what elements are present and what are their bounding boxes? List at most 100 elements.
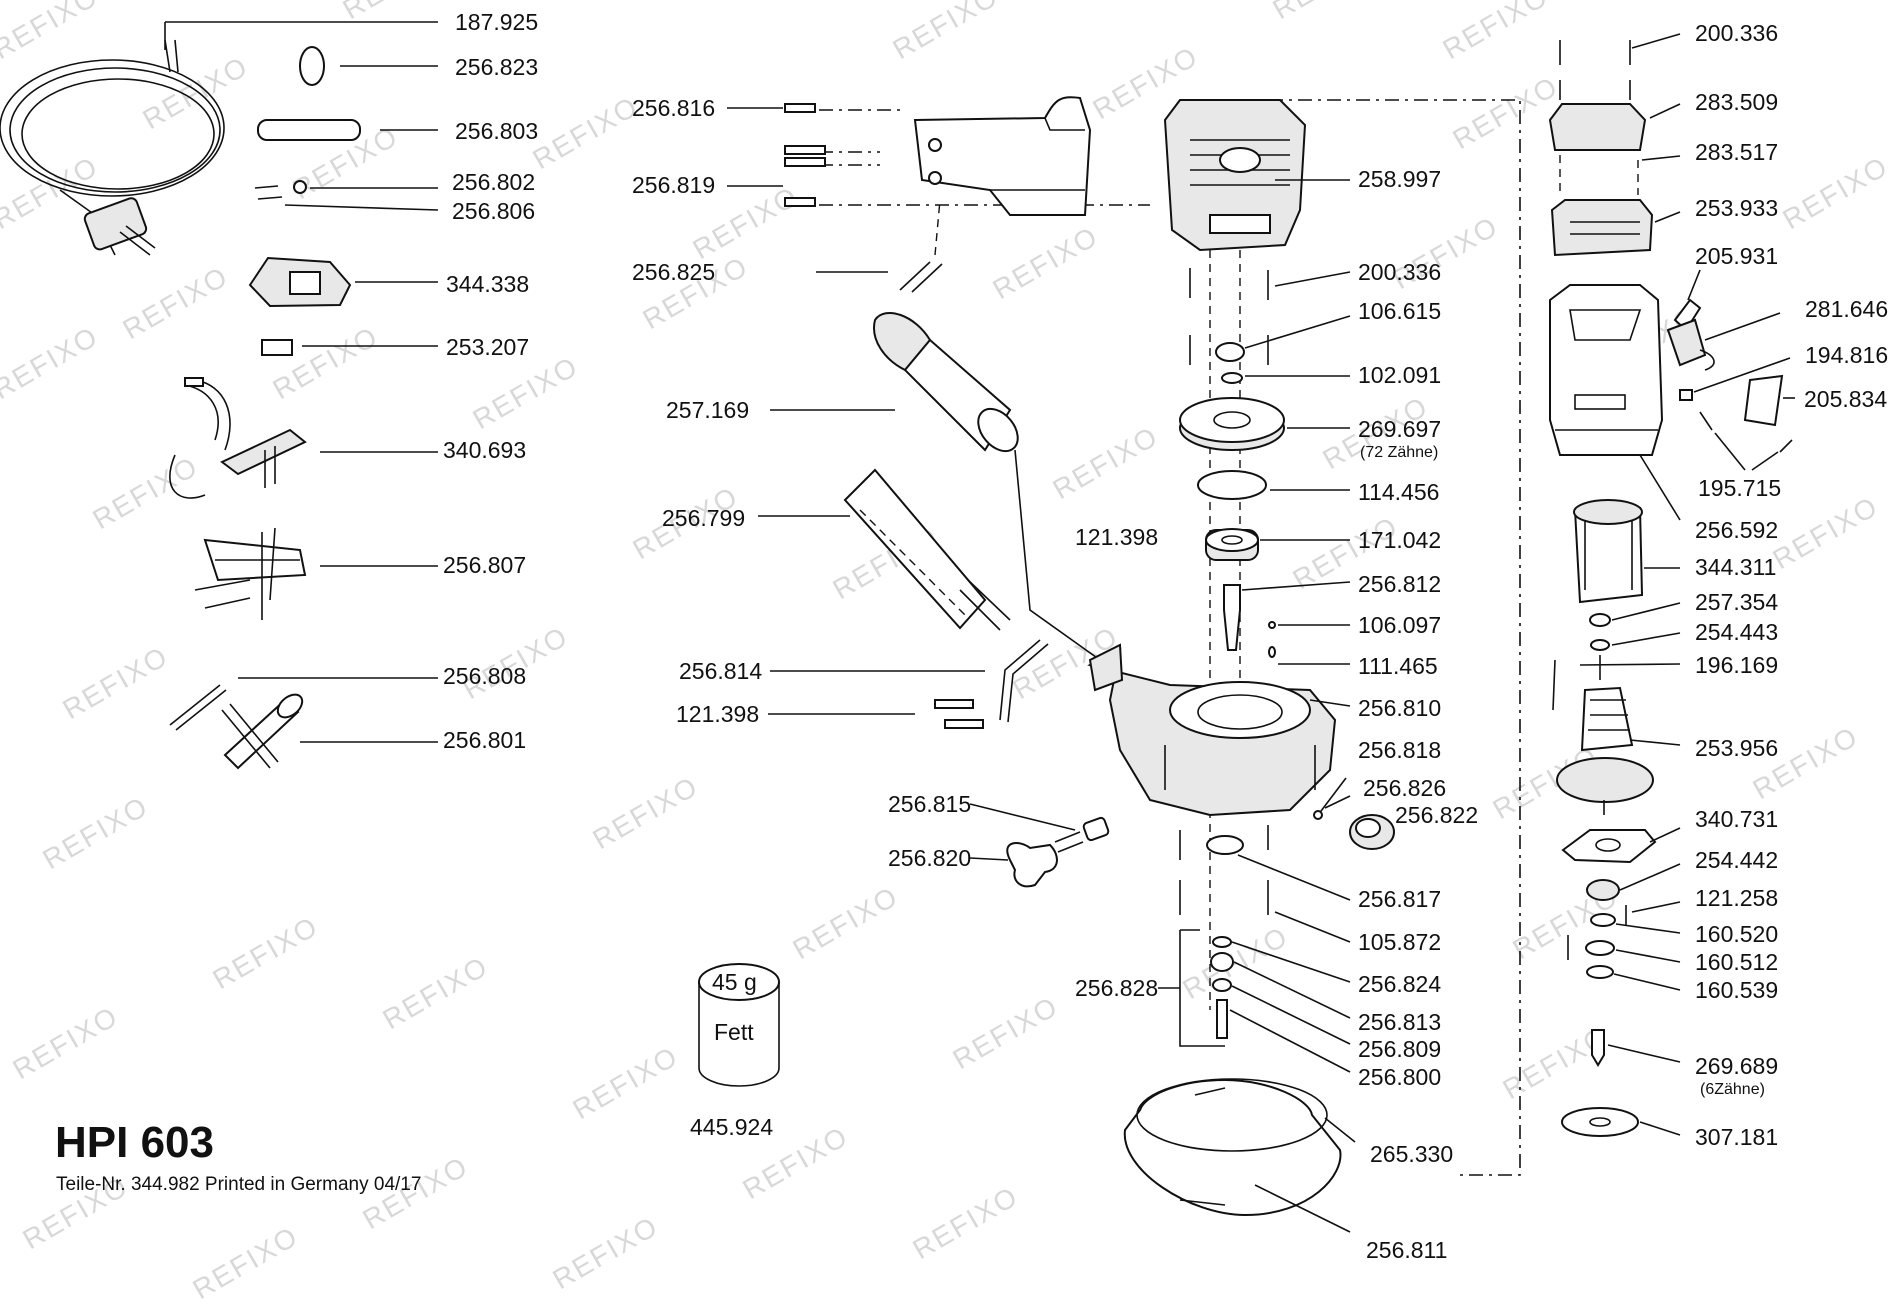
part-label-gear-21: 265.330 [1370,1141,1453,1167]
part-label-gear-22: 256.811 [1366,1237,1447,1263]
part-label-motor-1: 283.509 [1695,89,1778,115]
grease-name-label: Fett [714,1019,754,1045]
part-label-gear-8: 106.097 [1358,612,1441,638]
gear-housing-drawing [1087,643,1337,817]
footer-part-number: Teile-Nr. 344.982 Printed in Germany 04/… [56,1174,422,1195]
part-label-motor-4: 205.931 [1695,243,1778,269]
armature-drawing [1556,655,1654,815]
side-handle-drawing [913,96,1092,216]
grip-tube-drawing [843,468,1011,631]
motor-cover-drawing [1548,103,1647,151]
part-label-gear-10: 256.810 [1358,695,1441,721]
model-title: HPI 603 [55,1118,214,1167]
bracket-drawing [194,527,307,620]
part-label-motor-12: 254.443 [1695,619,1778,645]
bearing-drawing [1205,528,1259,561]
part-label-left-2: 256.803 [455,118,538,144]
part-label-center-5: 256.814 [679,658,762,684]
part-label-gear-4: 269.697 [1358,416,1441,442]
part-label-motor-5: 281.646 [1805,296,1888,322]
switch-lever-drawing [169,377,307,499]
pinion-teeth-note: (6Zähne) [1700,1081,1765,1098]
part-label-motor-18: 160.520 [1695,921,1778,947]
hose-drawing [873,311,1019,453]
part-label-left-7: 340.693 [443,437,526,463]
part-label-gear-1: 200.336 [1358,259,1441,285]
motor-housing-drawing [1549,284,1664,456]
gear-72-teeth-drawing [1179,397,1285,451]
part-label-left-4: 256.806 [452,198,535,224]
part-label-center-3: 257.169 [666,397,749,423]
part-label-motor-16: 254.442 [1695,847,1778,873]
knob-ring-drawing [1349,814,1395,850]
part-label-gear-16: 256.828 [1075,975,1158,1001]
part-label-gear-13: 256.822 [1395,802,1478,828]
part-label-gear-7: 256.812 [1358,571,1441,597]
part-label-motor-22: 307.181 [1695,1124,1778,1150]
part-label-motor-20: 160.539 [1695,977,1778,1003]
part-label-motor-8: 195.715 [1698,475,1781,501]
part-label-left-9: 256.808 [443,663,526,689]
part-label-gear-17: 256.824 [1358,971,1441,997]
grease-amount-label: 45 g [712,969,757,995]
part-label-gear-12: 256.826 [1363,775,1446,801]
part-label-gear-3: 102.091 [1358,362,1441,388]
part-label-gear-6: 171.042 [1358,527,1441,553]
part-label-motor-17: 121.258 [1695,885,1778,911]
part-label-motor-15: 340.731 [1695,806,1778,832]
switch-drawing [248,256,352,308]
gearbox-housing-drawing [1163,99,1307,252]
dust-shroud-ring-drawing [1123,1078,1342,1217]
part-label-left-3: 256.802 [452,169,535,195]
part-label-center-2: 256.825 [632,259,715,285]
part-label-gear-11: 256.818 [1358,737,1441,763]
part-label-center-4: 256.799 [662,505,745,531]
cord-sleeve-drawing [257,119,361,141]
part-label-motor-10: 344.311 [1695,554,1776,580]
part-label-left-1: 256.823 [455,54,538,80]
part-label-motor-7: 205.834 [1804,386,1887,412]
part-label-center-9: 121.398 [1075,524,1158,550]
part-label-motor-14: 253.956 [1695,735,1778,761]
part-label-left-0: 187.925 [455,9,538,35]
part-label-motor-6: 194.816 [1805,342,1888,368]
part-label-motor-19: 160.512 [1695,949,1778,975]
part-label-motor-2: 283.517 [1695,139,1778,165]
brush-holder-plate-drawing [1550,199,1654,257]
part-label-motor-9: 256.592 [1695,517,1778,543]
part-label-center-7: 256.815 [888,791,971,817]
part-label-left-8: 256.807 [443,552,526,578]
locking-knob-drawing [1006,816,1110,888]
part-label-center-1: 256.819 [632,172,715,198]
part-label-gear-2: 106.615 [1358,298,1441,324]
o-ring-drawing [299,46,325,86]
gear-teeth-note: (72 Zähne) [1360,444,1438,461]
part-label-gear-18: 256.813 [1358,1009,1441,1035]
part-label-left-10: 256.801 [443,727,526,753]
part-label-left-6: 253.207 [446,334,529,360]
part-label-motor-21: 269.689 [1695,1053,1778,1079]
part-label-center-8: 256.820 [888,845,971,871]
part-label-center-0: 256.816 [632,95,715,121]
part-label-gear-20: 256.800 [1358,1064,1441,1090]
part-label-motor-11: 257.354 [1695,589,1778,615]
part-label-left-5: 344.338 [446,271,529,297]
part-label-gear-9: 111.465 [1358,653,1438,679]
part-label-motor-0: 200.336 [1695,20,1778,46]
grease-tin-drawing [698,963,780,1087]
grease-part-label: 445.924 [690,1114,773,1140]
wrench-drawing [221,693,304,770]
part-label-motor-13: 196.169 [1695,652,1778,678]
part-label-gear-19: 256.809 [1358,1036,1441,1062]
fan-baffle-drawing [1561,829,1657,864]
part-label-center-6: 121.398 [676,701,759,727]
stator-drawing [1573,499,1644,604]
part-label-gear-0: 258.997 [1358,166,1441,192]
part-label-gear-15: 105.872 [1358,929,1441,955]
part-label-gear-5: 114.456 [1358,479,1439,505]
power-cord-drawing [0,39,225,256]
part-label-motor-3: 253.933 [1695,195,1778,221]
